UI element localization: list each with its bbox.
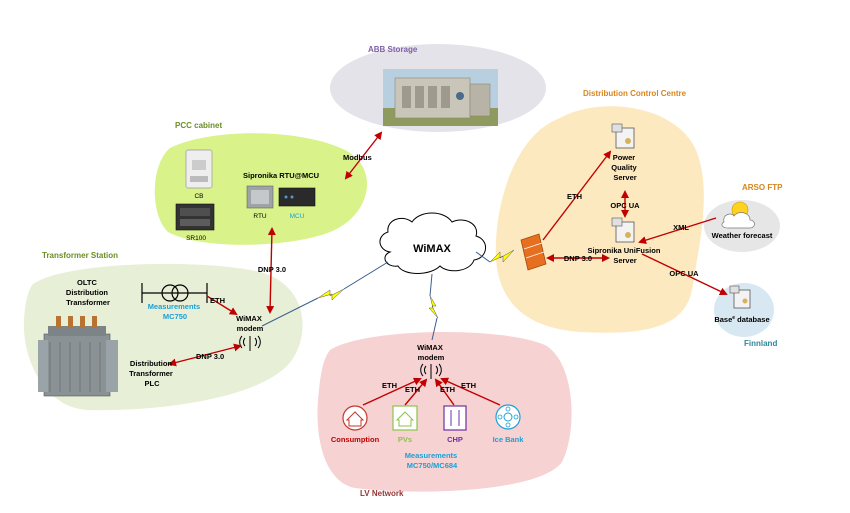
- lv-antenna-icon: [420, 363, 442, 379]
- transformer-station-title: Transformer Station: [42, 251, 118, 260]
- eth-ts-arrow: [206, 295, 238, 316]
- pcc-cabinet-title: PCC cabinet: [175, 121, 222, 130]
- eth-ts-label: ETH: [210, 296, 225, 305]
- wimax-cloud: [379, 212, 486, 274]
- eth-consumption-arrow: [362, 377, 422, 406]
- arso-ftp-title: ARSO FTP: [742, 183, 783, 192]
- abb-storage-photo: [383, 69, 498, 126]
- ts-link-line-2: [343, 261, 389, 290]
- pq-server-label: Power Quality Server: [611, 153, 639, 182]
- eth-lv-label-3: ETH: [440, 385, 455, 394]
- lightning-dcc-icon: [489, 249, 515, 263]
- unifusion-server-icon: [611, 217, 635, 243]
- rtu-label: RTU: [253, 213, 267, 220]
- rtu-device: [246, 185, 274, 209]
- ts-link-line: [261, 297, 319, 327]
- pq-server-icon: [611, 123, 635, 149]
- unifusion-label: Sipronika UniFusion Server: [587, 246, 662, 265]
- sr100-device: [175, 203, 215, 231]
- lv-network-title: LV Network: [360, 489, 404, 498]
- mcu-device: [278, 187, 316, 207]
- weather-forecast-label: Weather forecast: [712, 231, 773, 240]
- eth-icebank-arrow: [440, 377, 501, 406]
- lightning-lv-icon: [428, 295, 439, 319]
- xml-arrow: [638, 217, 717, 245]
- base-db-label: Basee database: [714, 315, 769, 324]
- dt-plc-label: Distribution Transformer PLC: [129, 359, 175, 388]
- dnp-dcc-label: DNP 3.0: [564, 254, 592, 263]
- chp-unit-icon: [443, 405, 467, 431]
- wimax-label: WiMAX: [413, 243, 451, 255]
- dnp-top-label: DNP 3.0: [258, 265, 286, 274]
- eth-chp-arrow: [434, 378, 455, 406]
- opc-ua-1-label: OPC UA: [610, 201, 640, 210]
- consumption-house-icon: [342, 405, 368, 431]
- ts-wimax-modem-label: WiMAX modem: [236, 314, 264, 333]
- dcc-title: Distribution Control Centre: [583, 89, 687, 98]
- firewall-icon: [520, 233, 547, 271]
- consumption-label: Consumption: [331, 435, 380, 444]
- lv-link-line: [429, 273, 433, 297]
- lv-link-line-2: [431, 317, 438, 341]
- modbus-label: Modbus: [343, 153, 372, 162]
- dnp-ts-label: DNP 3.0: [196, 352, 224, 361]
- opc-ua-2-label: OPC UA: [669, 269, 699, 278]
- eth-pvs-arrow: [404, 378, 428, 406]
- eth-lv-label-2: ETH: [405, 385, 420, 394]
- chp-label: CHP: [447, 435, 463, 444]
- xml-label: XML: [673, 223, 689, 232]
- eth-dcc-label: ETH: [567, 192, 582, 201]
- lv-wimax-modem-label: WiMAX modem: [417, 343, 445, 362]
- lv-measurements-label: Measurements MC750/MC684: [405, 451, 460, 470]
- abb-storage-title: ABB Storage: [368, 45, 418, 54]
- pvs-label: PVs: [398, 435, 412, 444]
- eth-lv-label-1: ETH: [382, 381, 397, 390]
- measurement-symbol-icon: [141, 283, 208, 303]
- icebank-icon: [495, 404, 521, 430]
- sr100-label: SR100: [186, 235, 206, 242]
- dcc-region: [495, 106, 704, 333]
- ts-antenna-icon: [239, 335, 261, 351]
- finland-title: Finnland: [744, 339, 777, 348]
- icebank-label: Ice Bank: [493, 435, 525, 444]
- rtu-mcu-title: Sipronika RTU@MCU: [243, 171, 319, 180]
- dcc-link-line: [475, 251, 491, 263]
- mcu-label: MCU: [290, 213, 305, 220]
- weather-icon: [721, 201, 755, 229]
- base-db-server-icon: [729, 285, 751, 309]
- modbus-arrow: [344, 131, 383, 180]
- opc-ua-2-arrow: [641, 253, 728, 296]
- pvs-house-icon: [392, 405, 418, 431]
- eth-lv-label-4: ETH: [461, 381, 476, 390]
- cb-label: CB: [194, 193, 203, 200]
- mc750-measurements-label: Measurements MC750: [148, 302, 203, 321]
- transformer-photo: [38, 316, 118, 397]
- dnp-top-arrow: [266, 227, 276, 314]
- dnp-ts-arrow: [168, 343, 242, 367]
- finland-region: [714, 283, 774, 337]
- eth-dcc-arrow: [542, 150, 612, 241]
- lightning-ts-icon: [317, 288, 345, 301]
- cb-device: [185, 149, 213, 189]
- oltc-label: OLTC Distribution Transformer: [66, 278, 110, 307]
